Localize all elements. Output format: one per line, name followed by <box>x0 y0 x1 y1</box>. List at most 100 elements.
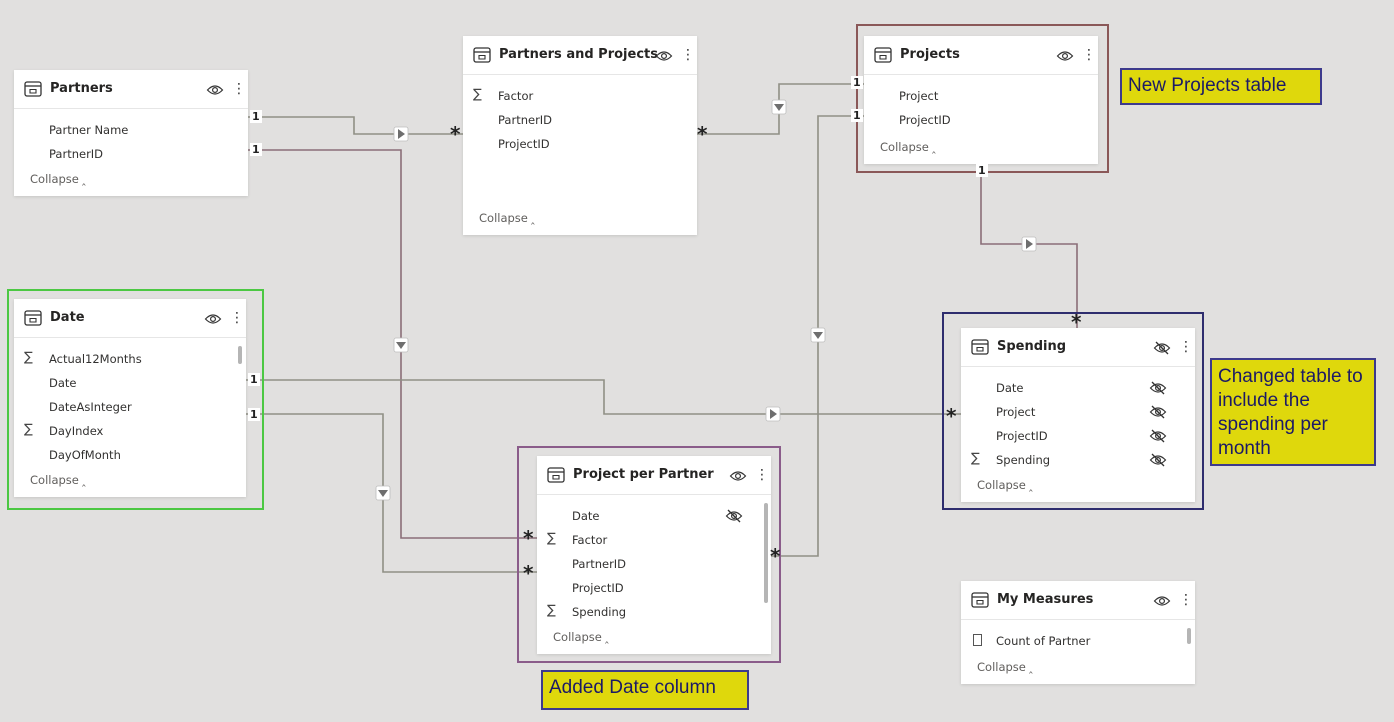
field-row[interactable]: DayOfMonth <box>14 443 246 467</box>
field-name: PartnerID <box>498 113 553 127</box>
eye-slash-icon[interactable] <box>1149 453 1167 467</box>
chevron-up-icon: ‸ <box>530 211 535 225</box>
project-per-partner-table-header[interactable]: Project per Partner⋮ <box>537 456 771 495</box>
table-icon <box>24 310 42 326</box>
eye-icon[interactable] <box>655 48 673 62</box>
field-row[interactable]: DateAsInteger <box>14 395 246 419</box>
field-row[interactable]: ∑ DayIndex <box>14 419 246 443</box>
field-row[interactable]: Date <box>961 376 1195 400</box>
collapse-button[interactable]: Collapse‸ <box>880 140 936 154</box>
chevron-up-icon: ‸ <box>604 630 609 644</box>
table-title: Projects <box>900 47 960 62</box>
eye-slash-icon[interactable] <box>1149 405 1167 419</box>
field-row[interactable]: Count of Partner <box>961 629 1195 653</box>
collapse-button[interactable]: Collapse‸ <box>30 172 86 186</box>
changed-table-note: Changed table to include the spending pe… <box>1210 358 1376 466</box>
calculator-icon <box>973 634 982 646</box>
field-row[interactable]: PartnerID <box>537 552 771 576</box>
cardinality-label: * <box>770 544 781 568</box>
field-row[interactable]: Project <box>961 400 1195 424</box>
collapse-button[interactable]: Collapse‸ <box>977 660 1033 674</box>
cardinality-label: 1 <box>250 143 262 156</box>
date-highlight-frame <box>7 289 264 510</box>
eye-slash-icon[interactable] <box>1153 340 1171 355</box>
collapse-button[interactable]: Collapse‸ <box>30 473 86 487</box>
cardinality-label: 1 <box>248 408 260 421</box>
table-title: Date <box>50 310 85 325</box>
chevron-up-icon: ‸ <box>931 140 936 154</box>
chevron-up-icon: ‸ <box>81 473 86 487</box>
relationship-partners-partners-and-projects[interactable] <box>248 116 463 135</box>
field-row[interactable]: Partner Name <box>14 118 248 142</box>
field-row[interactable]: PartnerID <box>14 142 248 166</box>
field-row[interactable]: ProjectID <box>537 576 771 600</box>
eye-slash-icon[interactable] <box>1149 429 1167 443</box>
field-row[interactable]: Project <box>864 84 1098 108</box>
collapse-button[interactable]: Collapse‸ <box>977 478 1033 492</box>
eye-icon[interactable] <box>729 468 747 482</box>
field-row[interactable]: Date <box>14 371 246 395</box>
eye-slash-icon[interactable] <box>725 509 743 523</box>
field-row[interactable]: ∑Factor <box>537 528 771 552</box>
sigma-icon: ∑ <box>473 87 482 102</box>
eye-icon[interactable] <box>1056 48 1074 62</box>
sigma-icon: ∑ <box>24 422 33 437</box>
filter-arrow-icon <box>1021 236 1037 252</box>
spending-table-header[interactable]: Spending⋮ <box>961 328 1195 367</box>
field-name: Spending <box>572 605 627 619</box>
field-name: ProjectID <box>572 581 624 595</box>
field-row[interactable]: ∑Spending <box>961 448 1195 472</box>
more-options-icon[interactable]: ⋮ <box>681 47 695 63</box>
eye-slash-icon[interactable] <box>1149 381 1167 395</box>
field-name: Count of Partner <box>996 634 1091 648</box>
collapse-button[interactable]: Collapse‸ <box>553 630 609 644</box>
field-name: DayIndex <box>49 424 104 438</box>
chevron-up-icon: ‸ <box>81 172 86 186</box>
date-table-header[interactable]: Date⋮ <box>14 299 246 338</box>
cardinality-label: 1 <box>976 164 988 177</box>
field-name: Actual12Months <box>49 352 142 366</box>
field-row[interactable]: ProjectID <box>864 108 1098 132</box>
field-row[interactable]: ∑Spending <box>537 600 771 624</box>
field-row[interactable]: ProjectID <box>463 132 697 156</box>
collapse-button[interactable]: Collapse‸ <box>479 211 535 225</box>
field-row[interactable]: ∑Actual12Months <box>14 347 246 371</box>
more-options-icon[interactable]: ⋮ <box>1179 592 1193 608</box>
cardinality-label: 1 <box>851 109 863 122</box>
partners-table-header[interactable]: Partners⋮ <box>14 70 248 109</box>
scrollbar[interactable] <box>1187 628 1191 644</box>
cardinality-label: * <box>697 122 708 146</box>
more-options-icon[interactable]: ⋮ <box>232 81 246 97</box>
relationship-date-spending[interactable] <box>246 379 961 415</box>
scrollbar[interactable] <box>764 503 768 603</box>
filter-arrow-icon <box>771 99 787 115</box>
scrollbar[interactable] <box>238 346 242 364</box>
eye-icon[interactable] <box>1153 593 1171 607</box>
field-name: PartnerID <box>49 147 104 161</box>
filter-arrow-icon <box>810 327 826 343</box>
relationship-date-project-per-partner[interactable] <box>246 413 537 573</box>
field-row[interactable]: ∑Factor <box>463 84 697 108</box>
projects-table-header[interactable]: Projects⋮ <box>864 36 1098 75</box>
eye-icon[interactable] <box>204 311 222 325</box>
table-title: Spending <box>997 339 1067 354</box>
field-row[interactable]: Date <box>537 504 771 528</box>
eye-icon[interactable] <box>206 82 224 96</box>
field-row[interactable]: PartnerID <box>463 108 697 132</box>
partners-and-projects-table-header[interactable]: Partners and Projects⋮ <box>463 36 697 75</box>
cardinality-label: 1 <box>851 76 863 89</box>
my-measures-table-header[interactable]: My Measures⋮ <box>961 581 1195 620</box>
spending-highlight-frame <box>942 312 1204 510</box>
field-row[interactable]: ProjectID <box>961 424 1195 448</box>
cardinality-label: * <box>523 561 534 585</box>
collapse-label: Collapse <box>553 630 602 644</box>
project-per-partner-highlight-frame <box>517 446 781 663</box>
